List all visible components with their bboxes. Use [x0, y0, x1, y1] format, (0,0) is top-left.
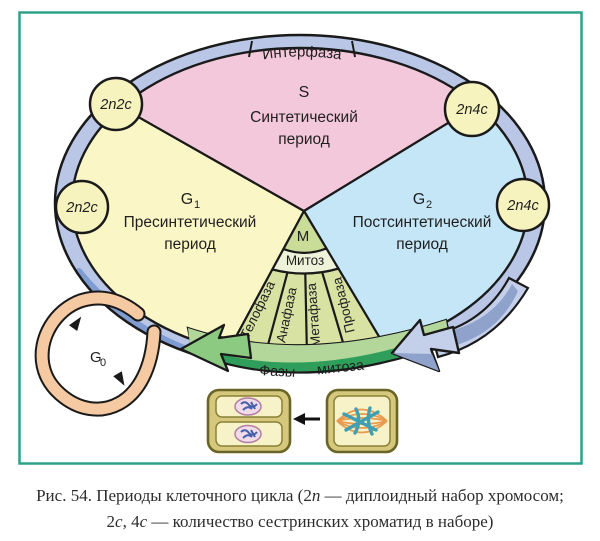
spindle-fibers-icon: [336, 408, 388, 434]
g2-name: Постсинтетический: [353, 214, 492, 231]
caption-text: , 4: [122, 511, 140, 531]
g0-exit-loop: G 0: [34, 290, 162, 417]
caption-italic-2n: n: [311, 486, 321, 505]
sector-labels: S Синтетический период G 1 Пресинтетичес…: [124, 84, 492, 268]
blue-arrowhead-shade: [392, 353, 439, 371]
cell-illustrations: [206, 388, 399, 454]
phase-divider-3: [320, 268, 435, 358]
s-code: S: [299, 84, 310, 101]
caption-italic-2c: c: [115, 511, 123, 531]
arrow-word-2: митоза: [316, 358, 366, 379]
divided-cell-image: [206, 388, 292, 454]
badge-right-top: [443, 80, 501, 138]
m-code: M: [297, 228, 310, 245]
chromosomes-right-icon: [342, 406, 380, 436]
mitosis-phases-arrow: Фазы митоза: [179, 318, 453, 381]
interphase-label: Интерфаза: [261, 43, 343, 63]
phase-divider-1: [185, 268, 290, 358]
badge-left-bottom: [54, 179, 110, 235]
s-word: период: [278, 131, 330, 148]
g0-loop-band: [36, 292, 160, 415]
badge-left-bottom-label: 2n2c: [65, 200, 98, 216]
green-arrowhead-icon: [179, 323, 253, 373]
caption-text: Рис. 54. Периоды клеточного цикла (2: [36, 486, 312, 505]
mitosis-band-label: Митоз: [286, 253, 324, 268]
caption-italic-4c: c: [139, 511, 148, 531]
s-name: Синтетический: [250, 109, 358, 126]
g1-sub: 1: [194, 199, 200, 211]
g1-word: период: [164, 236, 216, 253]
caption-text: — количество сестринских хроматид в набо…: [147, 511, 494, 531]
badge-right-bottom-label: 2n4c: [506, 198, 539, 214]
g0-arrow-down-icon: [113, 371, 125, 386]
g0-arrow-up-icon: [69, 316, 82, 331]
badge-left-top-label: 2n2c: [99, 97, 132, 113]
g0-sub: 0: [100, 357, 106, 369]
interphase-tick-right: [351, 40, 356, 58]
g0-code: G: [90, 349, 102, 366]
phase-divider-2: [304, 269, 315, 358]
green-arrow-body-light: [188, 320, 448, 363]
badge-right-top-label: 2n4c: [455, 102, 488, 118]
caption-text: — диплоидный набор хромосом;: [320, 486, 564, 505]
g2-word: период: [396, 236, 448, 253]
caption-text: 2: [106, 511, 116, 531]
chromosome-badges: 2n2c 2n2c 2n4c 2n4c: [54, 76, 551, 235]
chromosomes-left-icon: [240, 401, 258, 439]
badge-left-top: [88, 76, 144, 132]
g1-code: G: [181, 191, 193, 208]
arrow-word-1: Фазы: [259, 363, 296, 381]
phase-metaphase: Метафаза: [304, 282, 323, 348]
g2-sub: 2: [426, 199, 432, 211]
mitosis-m-wedge: [282, 209, 328, 254]
g2-code: G: [413, 191, 425, 208]
figure-caption: Рис. 54. Периоды клеточного цикла (2n — …: [0, 483, 600, 534]
interphase-tick-left: [248, 40, 253, 58]
g1-name: Пресинтетический: [124, 214, 257, 231]
figure-border: [18, 11, 583, 465]
sector-g1: [72, 48, 306, 358]
division-arrow-icon: [293, 413, 320, 425]
mitotic-cell-image: [325, 388, 399, 454]
badge-right-bottom: [495, 177, 551, 233]
cycle-direction-arrow: [390, 276, 530, 373]
